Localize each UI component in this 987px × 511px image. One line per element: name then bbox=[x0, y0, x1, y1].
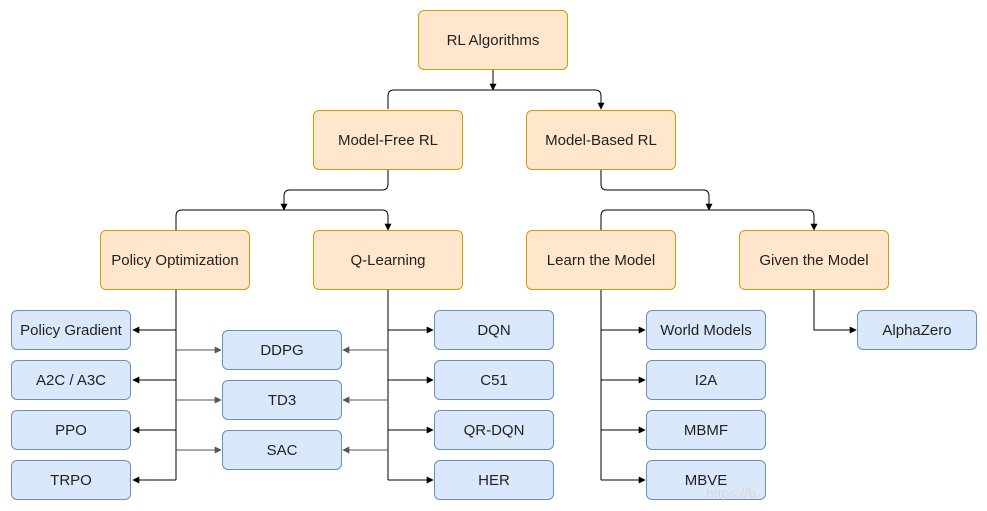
dqn-node: DQN bbox=[434, 310, 554, 350]
q-learning-node: Q-Learning bbox=[313, 230, 463, 290]
world-models-node: World Models bbox=[646, 310, 766, 350]
policy-gradient-node: Policy Gradient bbox=[11, 310, 131, 350]
trpo-node: TRPO bbox=[11, 460, 131, 500]
sac-node: SAC bbox=[222, 430, 342, 470]
model-free-node: Model-Free RL bbox=[313, 110, 463, 170]
qr-dqn-node: QR-DQN bbox=[434, 410, 554, 450]
her-node: HER bbox=[434, 460, 554, 500]
ppo-node: PPO bbox=[11, 410, 131, 450]
a2c-a3c-node: A2C / A3C bbox=[11, 360, 131, 400]
given-the-model-node: Given the Model bbox=[739, 230, 889, 290]
c51-node: C51 bbox=[434, 360, 554, 400]
watermark-text: https://b bbox=[706, 485, 756, 501]
model-based-node: Model-Based RL bbox=[526, 110, 676, 170]
i2a-node: I2A bbox=[646, 360, 766, 400]
policy-optimization-node: Policy Optimization bbox=[100, 230, 250, 290]
mbve-node: MBVE bbox=[646, 460, 766, 500]
root-node: RL Algorithms bbox=[418, 10, 568, 70]
td3-node: TD3 bbox=[222, 380, 342, 420]
ddpg-node: DDPG bbox=[222, 330, 342, 370]
learn-the-model-node: Learn the Model bbox=[526, 230, 676, 290]
alphazero-node: AlphaZero bbox=[857, 310, 977, 350]
mbmf-node: MBMF bbox=[646, 410, 766, 450]
